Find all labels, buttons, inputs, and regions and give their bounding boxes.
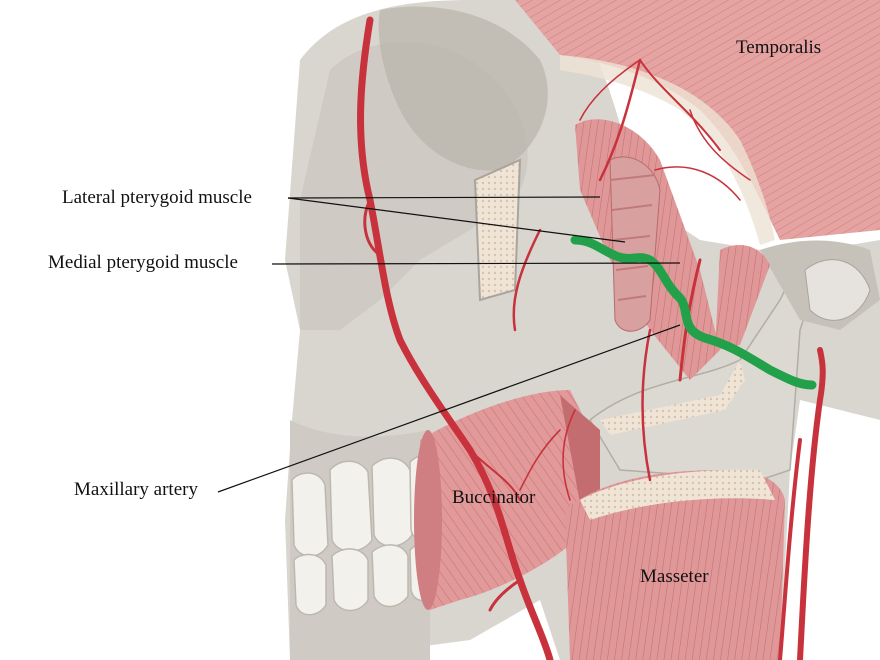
label-lateral-pterygoid: Lateral pterygoid muscle bbox=[62, 187, 252, 208]
label-masseter: Masseter bbox=[640, 566, 709, 587]
arteries bbox=[357, 16, 826, 660]
label-temporalis: Temporalis bbox=[736, 37, 822, 58]
leader-lines bbox=[217, 196, 681, 493]
label-maxillary-artery: Maxillary artery bbox=[74, 479, 198, 500]
masseter-muscle bbox=[565, 469, 785, 660]
label-medial-pterygoid: Medial pterygoid muscle bbox=[48, 252, 238, 273]
label-buccinator: Buccinator bbox=[452, 487, 536, 508]
maxillary-artery-vessel bbox=[570, 235, 817, 390]
